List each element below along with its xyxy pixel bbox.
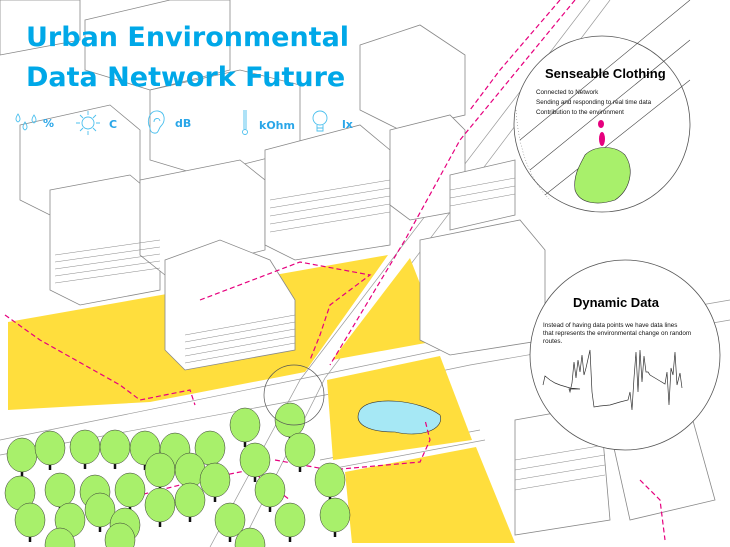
tree — [44, 527, 76, 547]
tree — [214, 502, 246, 538]
senseable-line-3: Contribution to the environment — [536, 109, 624, 116]
sensor-legend: % C dB kOhm lx — [15, 110, 353, 135]
trees — [4, 402, 351, 547]
tree — [229, 407, 261, 443]
thermometer-resistance-icon — [242, 110, 248, 135]
dynamic-line-3: routes. — [543, 338, 563, 345]
unit-kohm: kOhm — [259, 119, 295, 132]
tree — [314, 462, 346, 498]
dynamic-line-1: Instead of having data points we have da… — [543, 322, 677, 329]
humidity-drops-icon — [15, 113, 37, 131]
unit-decibel: dB — [175, 117, 191, 130]
focus-circle — [263, 364, 325, 426]
senseable-heading: Senseable Clothing — [545, 66, 666, 81]
tree — [274, 502, 306, 538]
pond — [357, 400, 441, 435]
tree — [239, 442, 271, 478]
dynamic-line-2: that represents the environmental change… — [543, 330, 691, 337]
senseable-clothing-callout: Senseable Clothing Connected to Network … — [513, 0, 691, 213]
title-line-2: Data Network Future — [26, 62, 345, 93]
tree — [34, 430, 66, 466]
senseable-line-2: Sending and responding to real time data — [536, 99, 652, 106]
senseable-line-1: Connected to Network — [536, 89, 599, 96]
person-silhouette — [574, 147, 631, 204]
tree — [319, 497, 351, 533]
tree — [174, 482, 206, 518]
tree — [254, 472, 286, 508]
tree — [284, 432, 316, 468]
unit-percent: % — [43, 117, 54, 130]
tree — [104, 522, 136, 547]
unit-celsius: C — [109, 118, 117, 131]
building-floor-lines — [54, 177, 606, 491]
tree — [234, 527, 266, 547]
tree — [144, 487, 176, 523]
data-line-graph — [542, 349, 683, 411]
sun-temperature-icon — [76, 111, 100, 135]
unit-lux: lx — [342, 118, 353, 131]
tree — [84, 492, 116, 528]
title-line-1: Urban Environmental — [26, 22, 349, 53]
tree — [114, 472, 146, 508]
tree — [14, 502, 46, 538]
dynamic-data-callout: Dynamic Data Instead of having data poin… — [529, 259, 721, 451]
tree — [199, 462, 231, 498]
lightbulb-icon — [312, 110, 328, 132]
ear-sound-icon — [147, 110, 165, 134]
dynamic-heading: Dynamic Data — [573, 295, 660, 310]
